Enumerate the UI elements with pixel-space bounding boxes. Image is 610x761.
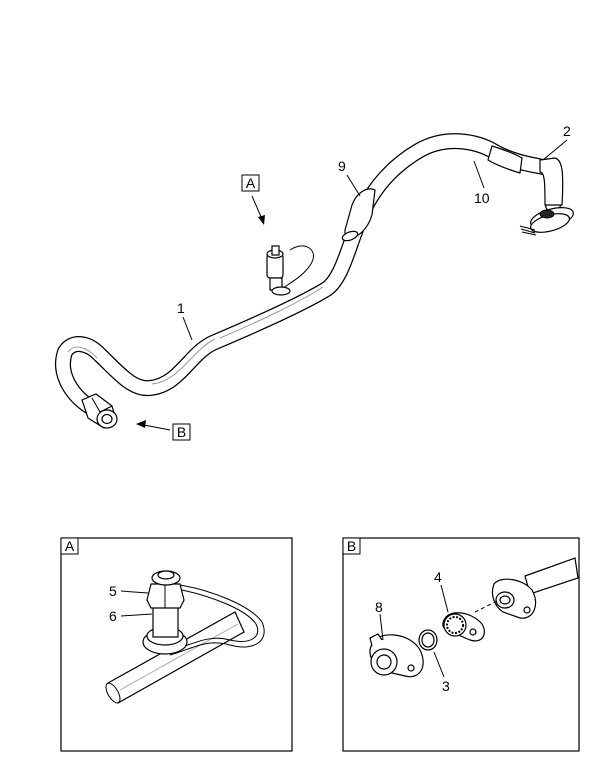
tube-outline (55, 133, 563, 416)
callout-9: 9 (338, 158, 346, 174)
panel-a-tag: A (65, 538, 75, 554)
callout-3: 3 (442, 678, 450, 694)
main-leaders (182, 139, 568, 341)
tube-nut-fitting (81, 393, 118, 429)
view-b-flag: B (136, 420, 191, 441)
tube-highlight (67, 286, 324, 385)
callout-8: 8 (375, 599, 383, 615)
sleeve-9-end (341, 230, 359, 242)
flange-fitting-2 (519, 157, 574, 236)
callout-5: 5 (109, 583, 117, 599)
view-a-flag-label: A (246, 175, 256, 191)
view-b-flag-label: B (177, 424, 186, 440)
panel-b-tag: B (347, 538, 356, 554)
detail-panel-b: B (342, 537, 580, 752)
tube-assembly (55, 133, 574, 429)
sleeve-9 (344, 188, 376, 239)
tube-body (56, 134, 561, 415)
sleeve-10 (487, 145, 523, 174)
callout-10: 10 (474, 190, 490, 206)
callout-1: 1 (177, 300, 185, 316)
detail-panel-a: A (60, 537, 293, 752)
test-port-fitting (266, 245, 314, 296)
callout-2: 2 (563, 123, 571, 139)
view-a-flag: A (241, 174, 265, 225)
callout-6: 6 (109, 608, 117, 624)
callout-4: 4 (434, 569, 442, 585)
